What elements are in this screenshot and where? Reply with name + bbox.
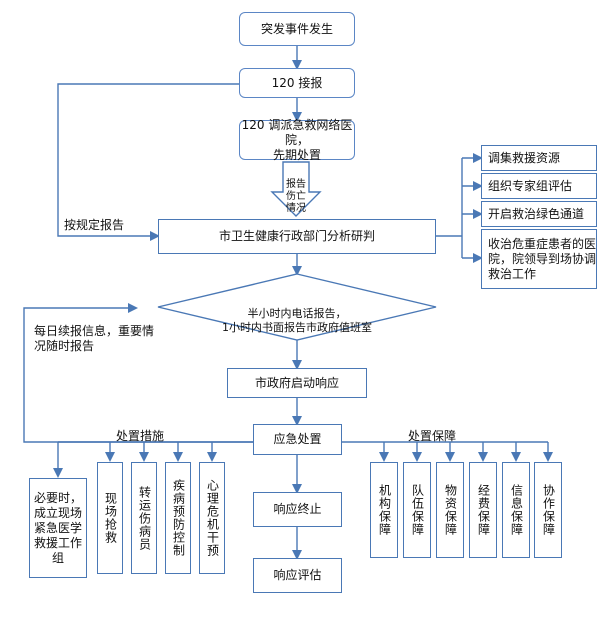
field-team-box: 必要时，成立现场紧急医学救援工作组 bbox=[29, 478, 87, 578]
decision-text: 半小时内电话报告， 1小时内书面报告市政府值班室 bbox=[222, 307, 372, 334]
evaluate-text: 响应评估 bbox=[273, 568, 322, 582]
guarantee-label: 处置保障 bbox=[408, 429, 457, 443]
dispatch-text: 120 调派急救网络医院， 先期处置 bbox=[241, 117, 353, 162]
evaluate-box: 响应评估 bbox=[253, 558, 342, 593]
measure-rescue-box: 现场抢救 bbox=[97, 462, 123, 574]
report-casualty-arrow bbox=[270, 161, 322, 217]
guarantee-cooperation-box: 协作保障 bbox=[534, 462, 562, 558]
action-green-channel-box: 开启救治绿色通道 bbox=[481, 201, 597, 227]
city-response-text: 市政府启动响应 bbox=[254, 375, 339, 390]
guarantee-material-box: 物资保障 bbox=[436, 462, 464, 558]
report-casualty-label: 报告 伤亡 情况 bbox=[286, 179, 306, 214]
measure-transfer-box: 转运伤病员 bbox=[131, 462, 157, 574]
health-dept-box: 市卫生健康行政部门分析研判 bbox=[158, 219, 436, 254]
report-rule-label: 按规定报告 bbox=[64, 218, 125, 232]
guarantee-team-box: 队伍保障 bbox=[403, 462, 431, 558]
guarantee-information-box: 信息保障 bbox=[502, 462, 530, 558]
guarantee-institution-box: 机构保障 bbox=[370, 462, 398, 558]
start-box: 突发事件发生 bbox=[239, 12, 355, 46]
dispatch-box: 120 调派急救网络医院， 先期处置 bbox=[239, 117, 355, 162]
health-dept-text: 市卫生健康行政部门分析研判 bbox=[218, 229, 375, 243]
start-text: 突发事件发生 bbox=[260, 21, 333, 36]
report-120-box: 120 接报 bbox=[239, 68, 355, 98]
end-response-text: 响应终止 bbox=[273, 502, 322, 516]
measure-psych-box: 心理危机干预 bbox=[199, 462, 225, 574]
guarantee-funding-box: 经费保障 bbox=[469, 462, 497, 558]
action-experts-box: 组织专家组评估 bbox=[481, 173, 597, 199]
action-hospital-box: 收治危重症患者的医院，院领导到场协调救治工作 bbox=[481, 229, 597, 289]
emergency-text: 应急处置 bbox=[273, 432, 322, 446]
arrow-report-rule bbox=[57, 83, 239, 241]
decision-diamond bbox=[157, 273, 437, 341]
measure-disease-box: 疾病预防控制 bbox=[165, 462, 191, 574]
measures-label: 处置措施 bbox=[116, 429, 165, 443]
end-response-box: 响应终止 bbox=[253, 492, 342, 527]
action-resources-box: 调集救援资源 bbox=[481, 145, 597, 171]
city-response-box: 市政府启动响应 bbox=[227, 368, 367, 398]
emergency-box: 应急处置 bbox=[253, 424, 342, 455]
daily-report-label: 每日续报信息，重要情况随时报告 bbox=[34, 324, 155, 353]
report-120-text: 120 接报 bbox=[271, 75, 323, 90]
